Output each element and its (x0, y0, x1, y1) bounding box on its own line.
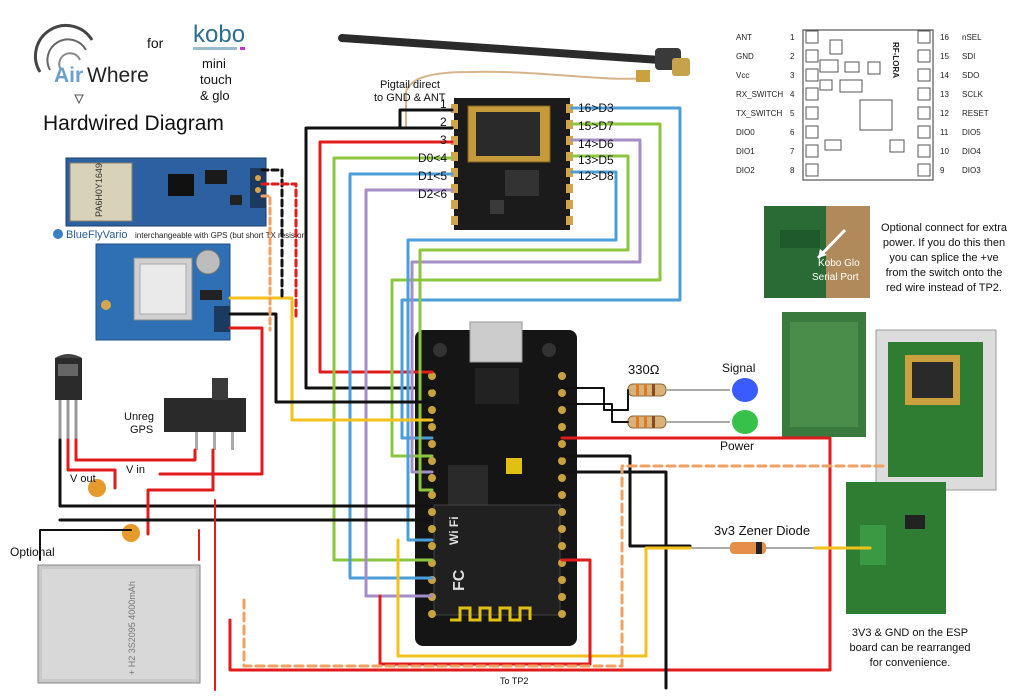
rf-left-pin-number: 2 (790, 52, 795, 61)
svg-text:FC: FC (451, 569, 468, 591)
airwhere-logo: Air Where (34, 23, 149, 105)
led-power (732, 410, 758, 434)
rf-right-pin-number: 13 (940, 90, 949, 99)
bluefly-vario-board: PA6H0Y1649 (65, 157, 267, 227)
rf-right-pin-number: 14 (940, 71, 949, 80)
unreg-gps-label-1: Unreg (124, 411, 154, 423)
for-text: for (147, 35, 164, 51)
capacitor-vout (88, 479, 106, 497)
lora-pin-2: 2 (440, 115, 447, 129)
rf-right-pin-number: 15 (940, 52, 949, 61)
bluefly-logo-icon (53, 229, 63, 239)
lora-pin-13: 13>D5 (578, 153, 614, 167)
bluefly-label: BlueFlyVario (66, 229, 128, 241)
lora-pin-3: 3 (440, 133, 447, 147)
kobo-glo-label-2: Serial Port (812, 272, 859, 283)
rf-right-pin-name: RESET (962, 109, 989, 118)
lora-pin-d1: D1<5 (418, 169, 447, 183)
rf-left-pin-number: 8 (790, 166, 795, 175)
rf-right-pin-name: DIO3 (962, 166, 981, 175)
device-mini: mini (202, 56, 226, 71)
rf-right-pin-name: SDO (962, 71, 979, 80)
rf-right-pin-name: DIO5 (962, 128, 981, 137)
lora-pin-d2: D2<6 (418, 187, 447, 201)
lora-pin-1: 1 (440, 97, 447, 111)
lora-pin-15: 15>D7 (578, 119, 614, 133)
brand-air: Air (54, 64, 83, 87)
rf-left-pin-number: 5 (790, 109, 795, 118)
lora-pin-d0: D0<4 (418, 151, 447, 165)
wires (39, 106, 890, 691)
lipo-battery: + H2 3S2095 4000mAh (37, 564, 201, 684)
v-in-label: V in (126, 464, 145, 476)
rf-left-pin-name: RX_SWITCH (736, 90, 783, 99)
extra-power-note: Optional connect for extra power. If you… (881, 222, 1007, 294)
pigtail-note-1: Pigtail direct (380, 79, 440, 91)
gps-chip-text: PA6H0Y1649 (94, 163, 104, 217)
rf-left-pin-number: 4 (790, 90, 795, 99)
rf-left-pin-number: 1 (790, 33, 795, 42)
rf-left-pin-name: Vcc (736, 71, 749, 80)
led-signal (732, 378, 758, 402)
lora-pin-14: 14>D6 (578, 137, 614, 151)
kobo-logo: kobo (193, 21, 245, 50)
led-power-label: Power (720, 439, 754, 453)
brand-where: Where (87, 64, 149, 87)
rf-left-pin-number: 3 (790, 71, 795, 80)
rf-right-pin-name: SCLK (962, 90, 984, 99)
kobo-wordmark: kobo (193, 21, 245, 48)
device-glo: & glo (200, 88, 230, 103)
lora-module (451, 98, 573, 230)
rf-right-pin-number: 11 (940, 128, 949, 137)
rf-right-pin-name: SDI (962, 52, 975, 61)
rf-left-pin-name: DIO2 (736, 166, 755, 175)
lora-pin-16: 16>D3 (578, 101, 614, 115)
rf-right-pin-number: 12 (940, 109, 949, 118)
v-out-label: V out (70, 473, 96, 485)
svg-text:+ H2 3S2095 4000mAh: + H2 3S2095 4000mAh (127, 581, 137, 675)
rf-right-pin-name: nSEL (962, 33, 982, 42)
power-switch (164, 378, 246, 450)
rf-left-pin-number: 7 (790, 147, 795, 156)
svg-text:Wi Fi: Wi Fi (447, 516, 461, 545)
voltage-regulator (55, 354, 82, 440)
kobo-glo-label-1: Kobo Glo (818, 258, 860, 269)
resistor-signal (627, 383, 667, 397)
resistor-power (627, 415, 667, 429)
rf-right-pin-number: 16 (940, 33, 949, 42)
antenna (338, 34, 690, 128)
rf-left-pin-name: TX_SWITCH (736, 109, 782, 118)
lora-pin-12: 12>D8 (578, 169, 614, 183)
zener-label: 3v3 Zener Diode (714, 523, 810, 538)
rf-right-pin-number: 9 (940, 166, 945, 175)
unreg-gps-label-2: GPS (130, 424, 153, 436)
diagram-title: Hardwired Diagram (43, 112, 224, 135)
device-touch: touch (200, 72, 232, 87)
kobo-serial-port-photo (764, 206, 870, 298)
zener-diode (685, 542, 815, 554)
pigtail-note-2: to GND & ANT (374, 92, 446, 104)
rf-left-pin-number: 6 (790, 128, 795, 137)
esp8266-nodemcu-board: Wi Fi FC (415, 321, 577, 646)
resistor-label: 330Ω (628, 362, 660, 377)
to-tp2-label: To TP2 (500, 676, 528, 686)
rf-left-pin-name: DIO1 (736, 147, 755, 156)
rf-left-pin-name: DIO0 (736, 128, 755, 137)
capacitor-battery (122, 524, 140, 542)
bluefly-note: interchangeable with GPS (but short TX r… (135, 231, 307, 240)
optional-label: Optional (10, 545, 55, 559)
kobo-board-photo (782, 312, 997, 614)
rf-left-pin-name: ANT (736, 33, 752, 42)
rf-left-pin-name: GND (736, 52, 754, 61)
gps-module-board (95, 243, 231, 341)
rf-module-name: RF-LORA (891, 42, 900, 78)
rf-right-pin-name: DIO4 (962, 147, 981, 156)
rearrange-note: 3V3 & GND on the ESP board can be rearra… (849, 627, 971, 669)
led-signal-label: Signal (722, 361, 755, 375)
rf-right-pin-number: 10 (940, 147, 949, 156)
